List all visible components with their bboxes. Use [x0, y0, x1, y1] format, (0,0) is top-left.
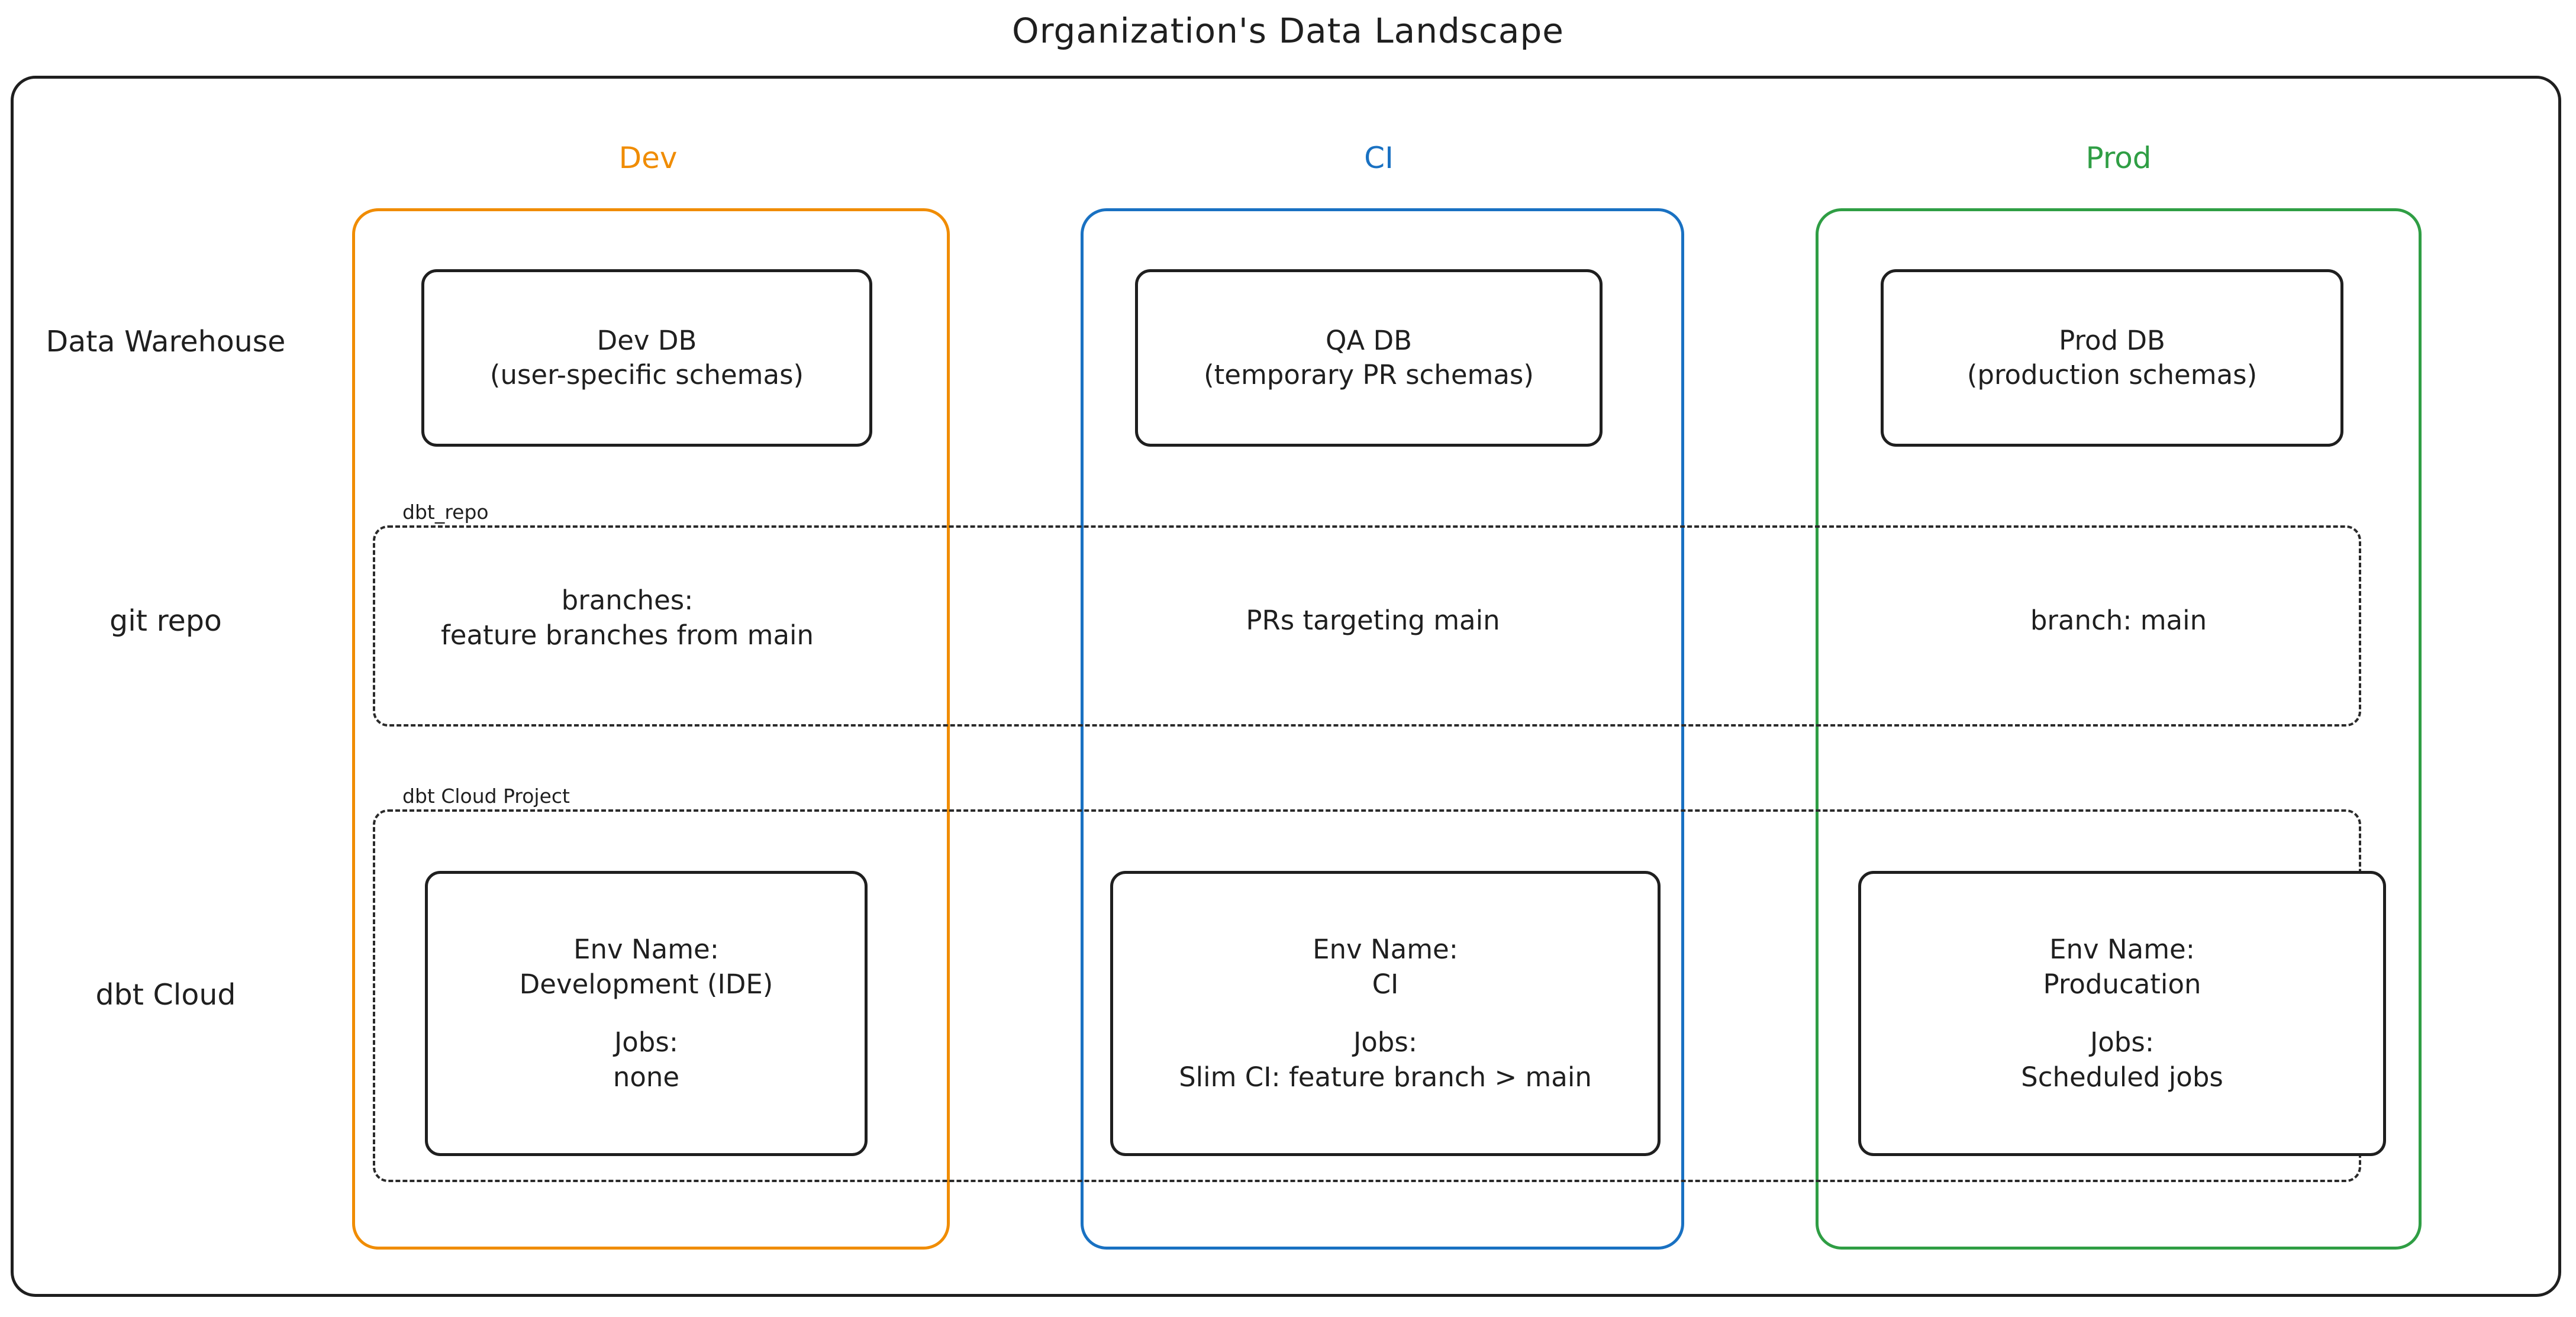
env-name-label: Env Name: — [573, 934, 719, 965]
node-subtitle: (temporary PR schemas) — [1204, 359, 1534, 390]
column-header-ci: CI — [1364, 141, 1394, 175]
node-prod-db[interactable]: Prod DB (production schemas) — [1881, 269, 2343, 447]
node-title: Prod DB — [2059, 324, 2165, 356]
env-name-value: CI — [1372, 968, 1399, 1000]
row-label-dbt-cloud: dbt Cloud — [36, 977, 296, 1013]
row-label-git-repo: git repo — [36, 603, 296, 639]
node-dev-db[interactable]: Dev DB (user-specific schemas) — [421, 269, 872, 447]
column-header-prod: Prod — [2085, 141, 2152, 175]
subgraph-label-dbt-repo: dbt_repo — [395, 501, 496, 524]
env-name-label: Env Name: — [1313, 934, 1458, 965]
node-subtitle: feature branches from main — [440, 619, 814, 651]
jobs-label: Jobs: — [2090, 1027, 2154, 1058]
node-subtitle: (production schemas) — [1966, 359, 2258, 390]
row-label-line-1: dbt Cloud — [95, 978, 236, 1012]
env-name-label: Env Name: — [2049, 934, 2195, 965]
environment-column-dev[interactable] — [352, 208, 950, 1250]
subgraph-band-dbt-repo — [373, 525, 2361, 727]
jobs-label: Jobs: — [1353, 1027, 1417, 1058]
node-title: PRs targeting main — [1246, 605, 1500, 636]
node-title: Dev DB — [597, 324, 697, 356]
node-dbt-cloud-dev[interactable]: Env Name: Development (IDE) Jobs: none — [425, 871, 868, 1156]
node-qa-db[interactable]: QA DB (temporary PR schemas) — [1135, 269, 1603, 447]
row-label-line-1: git repo — [109, 604, 222, 638]
node-git-dev: branches: feature branches from main — [391, 583, 864, 653]
jobs-value: none — [612, 1061, 680, 1093]
jobs-value: Slim CI: feature branch > main — [1179, 1061, 1592, 1093]
environment-column-ci[interactable] — [1081, 208, 1684, 1250]
node-git-prod: branch: main — [1858, 603, 2379, 638]
node-dbt-cloud-prod[interactable]: Env Name: Producation Jobs: Scheduled jo… — [1858, 871, 2386, 1156]
jobs-value: Scheduled jobs — [2021, 1061, 2223, 1093]
node-subtitle: (user-specific schemas) — [489, 359, 804, 390]
node-title: branches: — [561, 585, 694, 616]
row-label-line-1: Data — [46, 325, 115, 359]
jobs-label: Jobs: — [614, 1027, 678, 1058]
node-git-ci: PRs targeting main — [1113, 603, 1633, 638]
row-label-line-2: Warehouse — [124, 325, 286, 359]
environment-column-prod[interactable] — [1816, 208, 2422, 1250]
env-name-value: Producation — [2043, 968, 2201, 1000]
node-dbt-cloud-ci[interactable]: Env Name: CI Jobs: Slim CI: feature bran… — [1110, 871, 1661, 1156]
subgraph-label-dbt-cloud-project: dbt Cloud Project — [395, 785, 577, 808]
diagram-outer-frame — [11, 76, 2561, 1297]
column-header-dev: Dev — [618, 141, 678, 175]
env-name-value: Development (IDE) — [519, 968, 773, 1000]
page-title: Organization's Data Landscape — [1012, 11, 1564, 51]
node-title: QA DB — [1325, 324, 1413, 356]
row-label-data-warehouse: Data Warehouse — [36, 324, 296, 360]
node-title: branch: main — [2030, 605, 2207, 636]
